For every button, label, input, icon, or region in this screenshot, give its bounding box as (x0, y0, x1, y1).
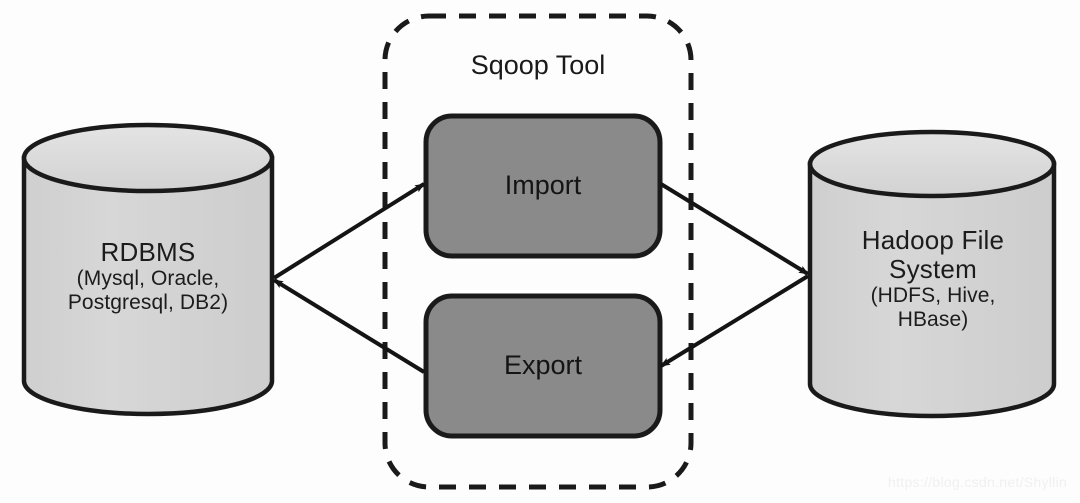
hdfs-cylinder-body (807, 161, 1057, 419)
import-box-label: Import (504, 170, 582, 200)
arrow-import-to-hdfs (659, 182, 810, 276)
arrow-export-to-rdbms (272, 278, 426, 374)
sqoop-tool-title: Sqoop Tool (470, 50, 606, 80)
import-box[interactable] (423, 113, 663, 259)
sqoop-tool-boundary (382, 13, 694, 490)
rdbms-cylinder-top (21, 122, 275, 194)
rdbms-cylinder-body (21, 155, 275, 417)
hdfs-cylinder[interactable] (807, 129, 1057, 419)
export-box-label: Export (503, 350, 583, 380)
arrow-hdfs-to-export (659, 274, 810, 368)
export-box[interactable] (423, 293, 663, 439)
arrow-rdbms-to-import (272, 182, 426, 280)
watermark-text: https://blog.csdn.net/Shyllin (888, 474, 1068, 490)
hdfs-cylinder-top (807, 129, 1057, 199)
rdbms-cylinder[interactable] (21, 122, 275, 417)
